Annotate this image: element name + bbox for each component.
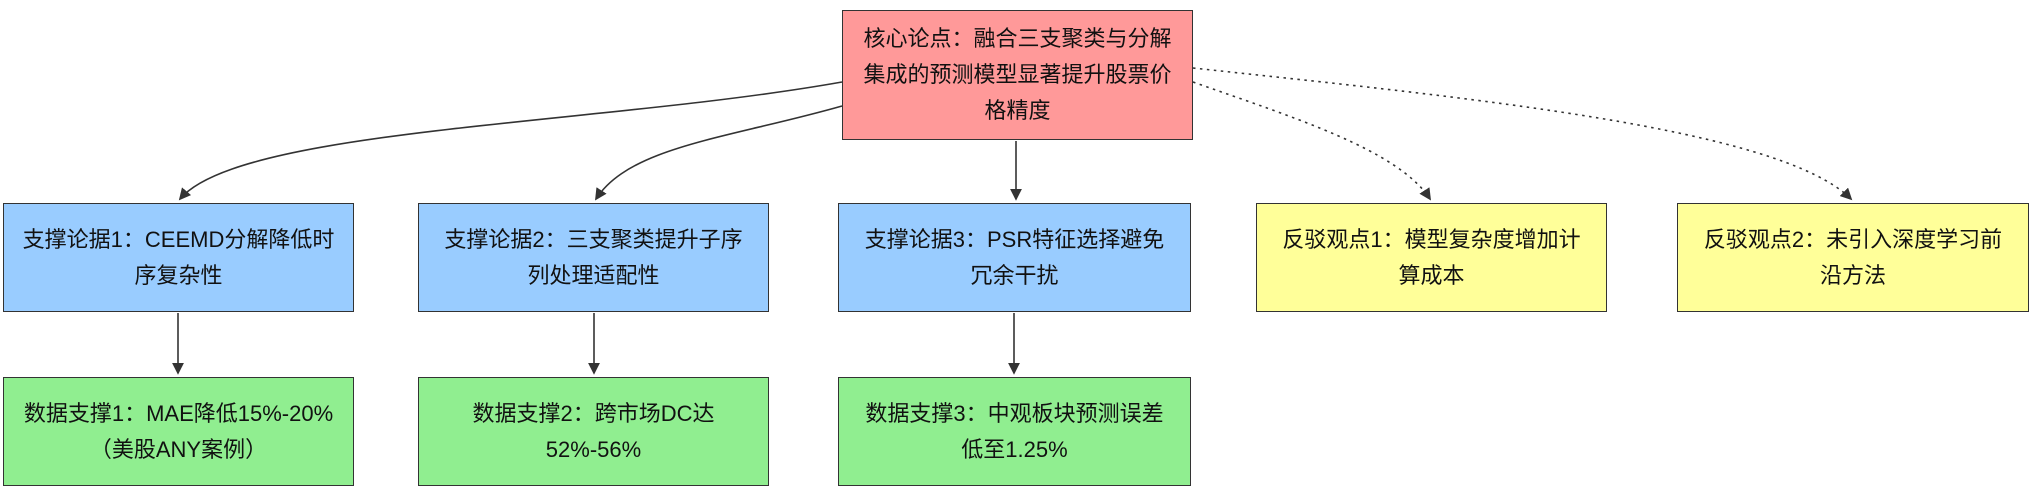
node-counter1: 反驳观点1：模型复杂度增加计算成本 xyxy=(1256,203,1607,312)
node-support3: 支撑论据3：PSR特征选择避免冗余干扰 xyxy=(838,203,1191,312)
edge-core-to-counter2 xyxy=(1192,67,1853,201)
node-core-thesis: 核心论点：融合三支聚类与分解集成的预测模型显著提升股票价格精度 xyxy=(842,10,1193,140)
node-data3: 数据支撑3：中观板块预测误差低至1.25% xyxy=(838,377,1191,486)
edge-core-to-support2 xyxy=(595,105,843,201)
node-support2-label: 支撑论据2：三支聚类提升子序列处理适配性 xyxy=(444,226,743,288)
edge-core-to-counter1 xyxy=(1192,81,1431,201)
node-support3-label: 支撑论据3：PSR特征选择避免冗余干扰 xyxy=(864,226,1165,288)
edge-core-to-support1 xyxy=(178,81,843,201)
node-counter2: 反驳观点2：未引入深度学习前沿方法 xyxy=(1677,203,2029,312)
node-core-label: 核心论点：融合三支聚类与分解集成的预测模型显著提升股票价格精度 xyxy=(863,26,1172,123)
node-data2-label: 数据支撑2：跨市场DC达52%-56% xyxy=(472,400,715,462)
node-data2: 数据支撑2：跨市场DC达52%-56% xyxy=(418,377,769,486)
node-counter1-label: 反驳观点1：模型复杂度增加计算成本 xyxy=(1282,226,1581,288)
node-data1-label: 数据支撑1：MAE降低15%-20%（美股ANY案例） xyxy=(23,400,334,462)
node-data3-label: 数据支撑3：中观板块预测误差低至1.25% xyxy=(865,400,1164,462)
node-support1: 支撑论据1：CEEMD分解降低时序复杂性 xyxy=(3,203,354,312)
node-support1-label: 支撑论据1：CEEMD分解降低时序复杂性 xyxy=(22,226,335,288)
node-support2: 支撑论据2：三支聚类提升子序列处理适配性 xyxy=(418,203,769,312)
node-data1: 数据支撑1：MAE降低15%-20%（美股ANY案例） xyxy=(3,377,354,486)
node-counter2-label: 反驳观点2：未引入深度学习前沿方法 xyxy=(1703,226,2003,288)
